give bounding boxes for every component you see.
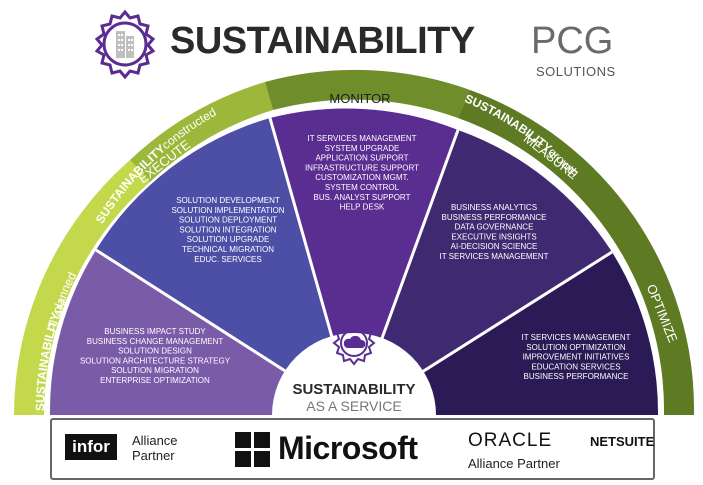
brand-solutions: SOLUTIONS [536,64,616,79]
segment-optimize [354,252,659,415]
service-item: TECHNICAL MIGRATION [182,245,274,254]
segment-plan [49,250,355,415]
service-item: EDUCATION SERVICES [531,362,620,371]
infor-alliance-line2: Partner [132,448,175,463]
service-item: INFRASTRUCTURE SUPPORT [305,163,419,172]
segment-heading-monitor: MONITOR [329,91,390,106]
service-item: EDUC. SERVICES [194,255,261,264]
infor-logo: infor [65,434,117,460]
service-item: CUSTOMIZATION MGMT. [315,173,408,182]
service-item: IMPROVEMENT INITIATIVES [523,353,630,362]
service-item: IT SERVICES MANAGEMENT [521,333,630,342]
outer-rim-left [14,160,150,415]
cloud-gear-icon [332,320,376,366]
service-item: SOLUTION ARCHITECTURE STRATEGY [80,356,231,365]
header: SUSTAINABILITY PCG SOLUTIONS [0,0,703,85]
service-item: BUSINESS CHANGE MANAGEMENT [87,337,224,346]
infor-alliance-line1: Alliance [132,433,178,448]
service-item: SOLUTION UPGRADE [187,235,270,244]
segment-measure [354,130,612,415]
service-item: BUSINESS ANALYTICS [451,203,537,212]
oracle-wordmark: ORACLE [468,430,553,451]
oracle-alliance-label: Alliance Partner [468,456,560,471]
brand-title: SUSTAINABILITY [170,20,475,62]
service-item: IT SERVICES MANAGEMENT [439,252,548,261]
segment-monitor [270,108,458,416]
outer-rim-top [265,69,470,118]
service-item: SOLUTION DEVELOPMENT [176,196,280,205]
building-gear-logo-icon [94,9,156,80]
microsoft-wordmark: Microsoft [278,430,418,466]
infor-alliance-label: Alliance Partner [132,433,178,463]
service-item: BUS. ANALYST SUPPORT [314,193,411,202]
outer-rim-upper-left [130,82,273,182]
service-item: AI-DECISION SCIENCE [451,242,538,251]
service-item: SOLUTION OPTIMIZATION [526,343,626,352]
service-item: BUSINESS IMPACT STUDY [104,327,206,336]
service-item: DATA GOVERNANCE [455,223,534,232]
outer-rim-right [458,90,695,415]
service-item: SOLUTION DESIGN [118,347,192,356]
service-item: IT SERVICES MANAGEMENT [307,134,416,143]
center-subtitle: AS A SERVICE [306,398,401,414]
service-item: SOLUTION INTEGRATION [179,225,276,234]
center-hub [272,333,436,415]
service-item: ENTERPRISE OPTIMIZATION [100,376,210,385]
service-item: SYSTEM UPGRADE [325,144,400,153]
center-title: SUSTAINABILITY [292,381,415,398]
service-item: HELP DESK [340,203,385,212]
service-item: EXECUTIVE INSIGHTS [451,232,536,241]
netsuite-wordmark: NETSUITE [590,434,655,449]
service-item: SYSTEM CONTROL [325,183,400,192]
service-item: SOLUTION MIGRATION [111,366,199,375]
partners-bar: infor Alliance Partner Microsoft ORACLE … [50,418,655,480]
service-item: BUSINESS PERFORMANCE [442,213,547,222]
service-item: BUSINESS PERFORMANCE [524,372,629,381]
service-item: APPLICATION SUPPORT [315,154,408,163]
service-item: SOLUTION DEPLOYMENT [179,216,277,225]
microsoft-logo-icon [235,432,270,467]
brand-pcg: PCG [531,20,614,62]
service-item: SOLUTION IMPLEMENTATION [171,206,284,215]
